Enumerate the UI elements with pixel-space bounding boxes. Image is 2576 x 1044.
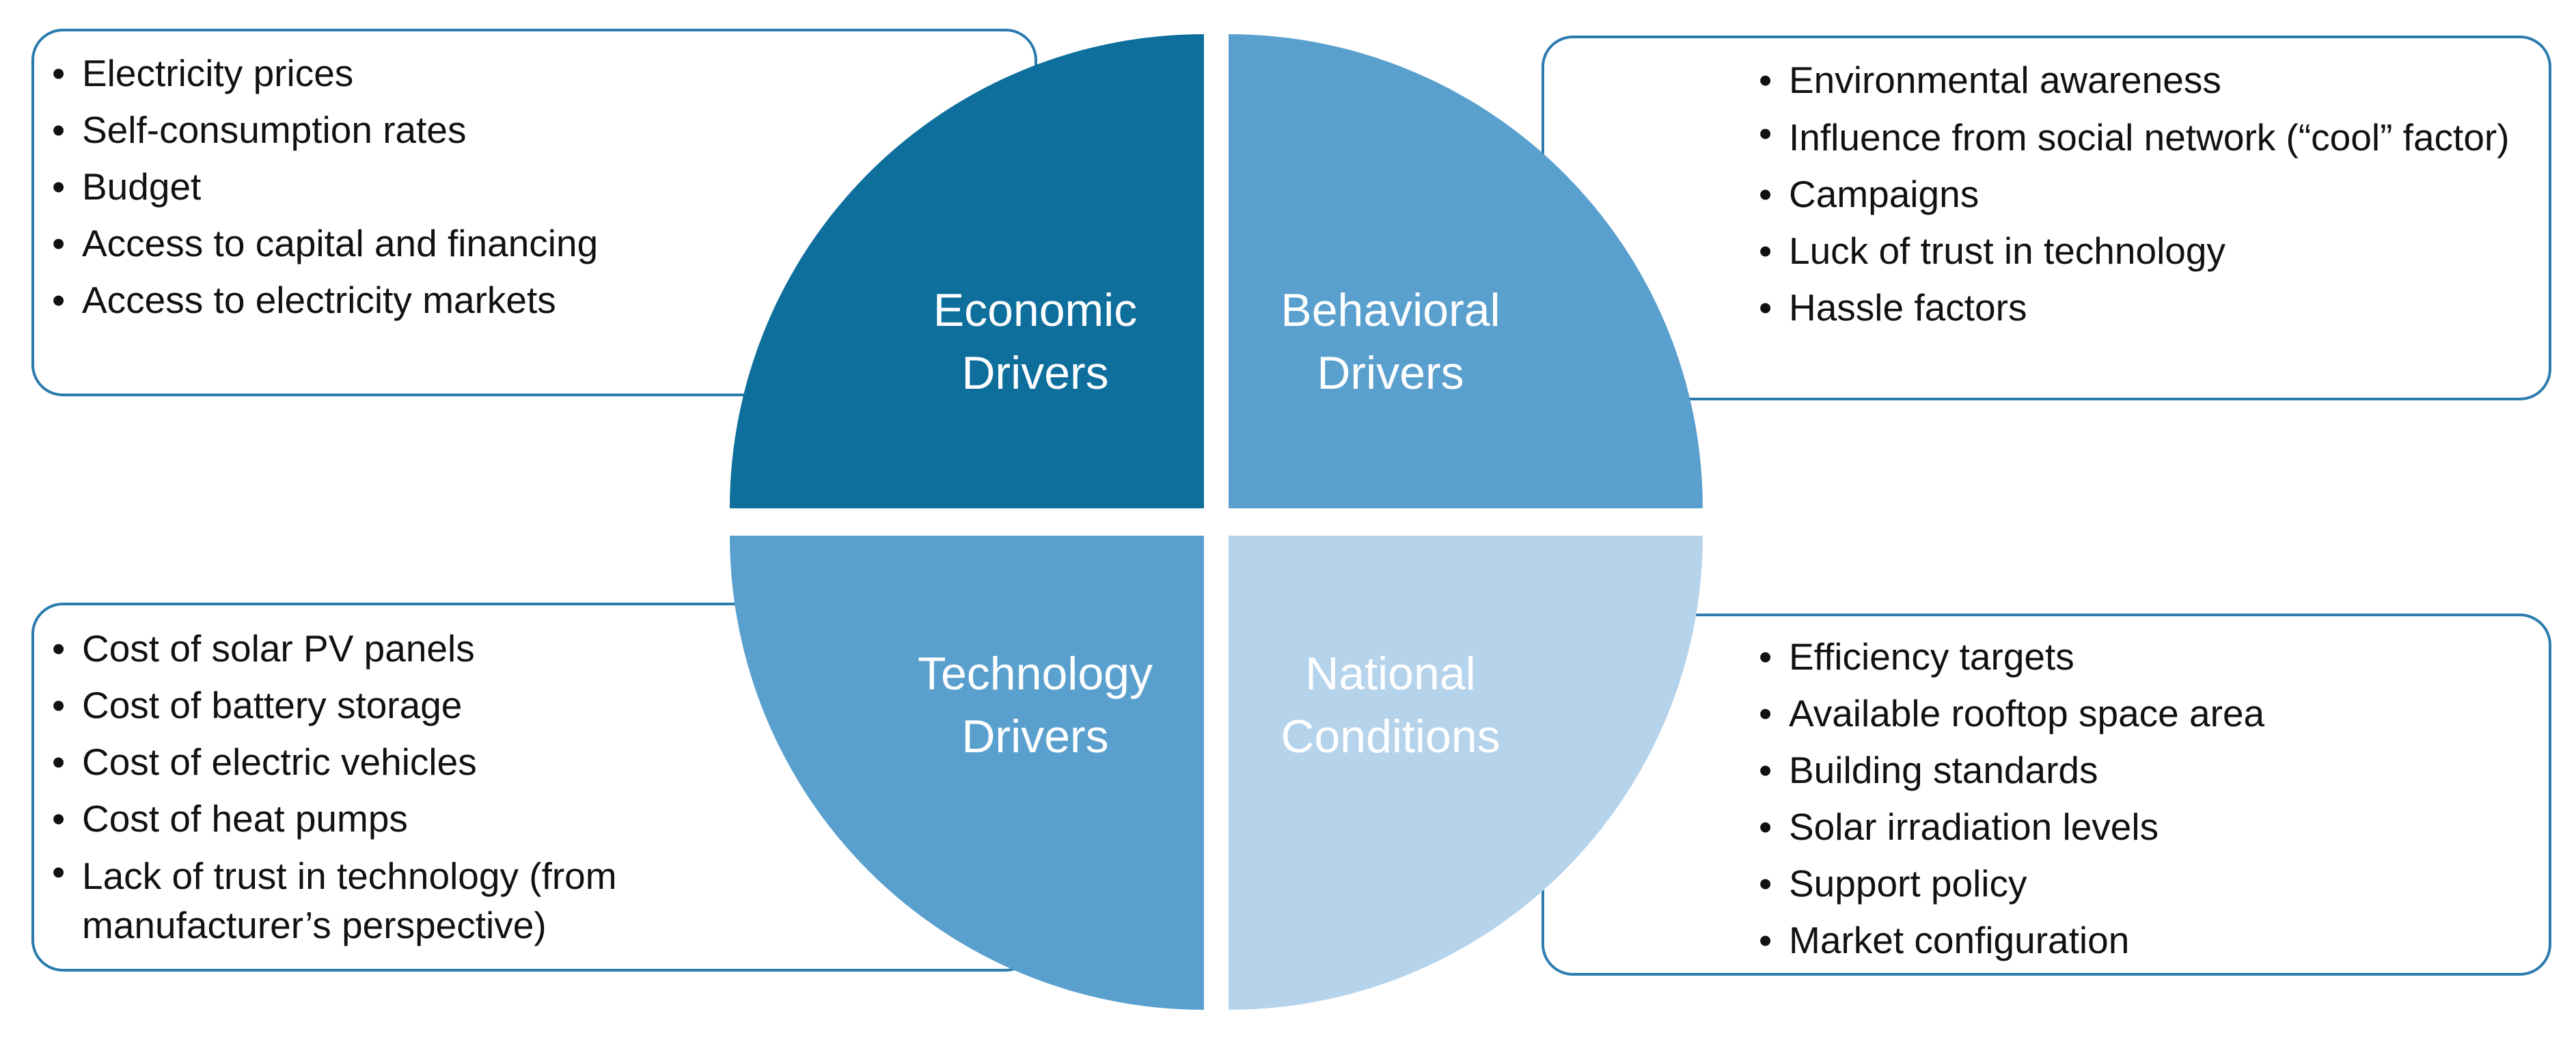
list-item: Efficiency targets — [1756, 629, 2521, 685]
list-item: Access to electricity markets — [49, 272, 732, 329]
list-item: Solar irradiation levels — [1756, 799, 2521, 855]
list-item: Market configuration — [1756, 912, 2521, 969]
list-item: Cost of battery storage — [49, 677, 787, 734]
list-item: Cost of heat pumps — [49, 791, 787, 847]
list-item: Hassle factors — [1756, 279, 2521, 336]
technology-drivers-list: Cost of solar PV panels Cost of battery … — [49, 620, 787, 954]
list-item: Cost of electric vehicles — [49, 734, 787, 791]
economic-drivers-label: Economic Drivers — [933, 284, 1138, 399]
quadrant-behavioral — [1229, 34, 1703, 508]
behavioral-drivers-label: Behavioral Drivers — [1280, 284, 1501, 399]
quadrant-national — [1229, 536, 1703, 1010]
list-item: Access to capital and financing — [49, 215, 732, 272]
quadrant-economic — [730, 34, 1204, 508]
list-item: Self-consumption rates — [49, 102, 732, 159]
national-conditions-label: National Conditions — [1280, 648, 1501, 763]
list-item: Building standards — [1756, 742, 2521, 799]
list-item: Influence from social network (“cool” fa… — [1756, 109, 2521, 166]
list-item: Cost of solar PV panels — [49, 620, 787, 677]
list-item: Support policy — [1756, 855, 2521, 912]
national-conditions-list: Efficiency targets Available rooftop spa… — [1756, 629, 2521, 969]
behavioral-drivers-list: Environmental awareness Influence from s… — [1756, 52, 2521, 336]
list-item: Lack of trust in technology (from manufa… — [49, 847, 787, 954]
list-item: Electricity prices — [49, 45, 732, 102]
list-item: Campaigns — [1756, 166, 2521, 223]
list-item: Environmental awareness — [1756, 52, 2521, 109]
technology-drivers-label: Technology Drivers — [917, 648, 1153, 763]
list-item: Luck of trust in technology — [1756, 223, 2521, 279]
list-item: Available rooftop space area — [1756, 685, 2521, 742]
economic-drivers-list: Electricity prices Self-consumption rate… — [49, 45, 732, 329]
quadrant-technology — [730, 536, 1204, 1010]
list-item: Budget — [49, 159, 732, 215]
